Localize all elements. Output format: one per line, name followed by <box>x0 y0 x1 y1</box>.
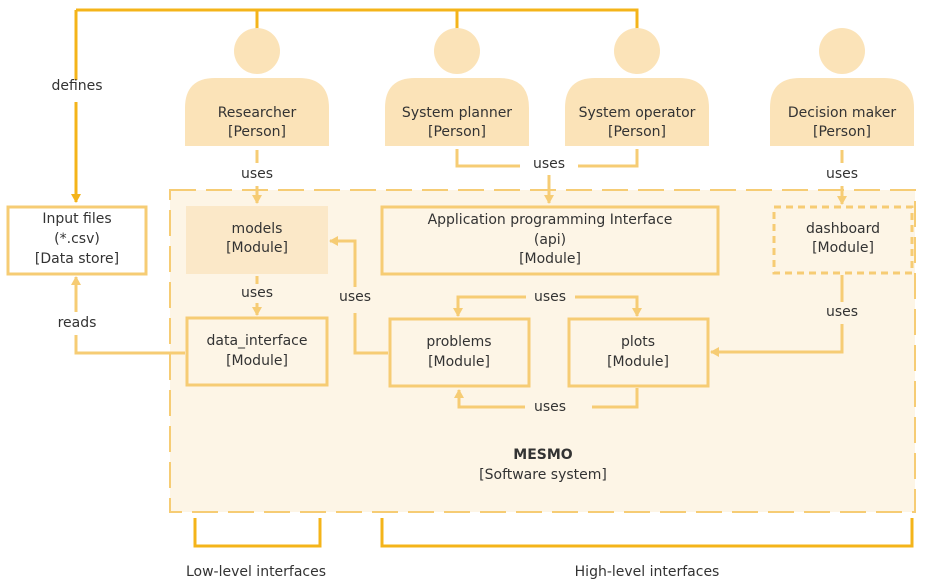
problems-type: [Module] <box>428 354 490 370</box>
person-system-planner-name: System planner <box>401 105 513 121</box>
edge-label-uses-researcher: uses <box>240 166 274 182</box>
problems-box <box>388 317 531 388</box>
person-head <box>434 28 480 74</box>
person-head <box>819 28 865 74</box>
edge-label-uses-dashboard: uses <box>825 304 859 320</box>
person-head <box>614 28 660 74</box>
person-decision-maker <box>770 28 914 146</box>
connectors <box>71 149 847 409</box>
input-files-title: Input files <box>42 211 112 227</box>
api-sub: (api) <box>533 232 567 248</box>
group-brackets <box>193 518 914 548</box>
dashboard-name: dashboard <box>805 221 881 237</box>
edge-label-uses-plots: uses <box>533 399 567 415</box>
input-files-type: [Data store] <box>34 251 120 267</box>
group-high-level-label: High-level interfaces <box>574 564 720 580</box>
data-interface-name: data_interface <box>206 333 308 349</box>
person-researcher-name: Researcher <box>217 105 297 121</box>
person-researcher-type: [Person] <box>228 124 286 140</box>
edge-label-uses-api-children: uses <box>533 289 567 305</box>
person-system-planner-type: [Person] <box>428 124 486 140</box>
problems-name: problems <box>426 334 492 350</box>
edge-label-uses-models: uses <box>240 285 274 301</box>
top-connector <box>71 8 639 203</box>
edge-label-uses-problems-models: uses <box>338 289 372 305</box>
plots-name: plots <box>620 334 656 350</box>
person-system-operator <box>565 28 709 146</box>
person-body <box>385 78 529 146</box>
dashboard-type: [Module] <box>812 240 874 256</box>
person-body <box>770 78 914 146</box>
person-body <box>185 78 329 146</box>
person-decision-maker-name: Decision maker <box>787 105 897 121</box>
person-decision-maker-type: [Person] <box>813 124 871 140</box>
data-interface-type: [Module] <box>226 353 288 369</box>
person-head <box>234 28 280 74</box>
models-name: models <box>231 221 283 237</box>
models-box <box>186 206 328 274</box>
person-researcher <box>185 28 329 146</box>
low-level-bracket <box>193 518 322 548</box>
api-name: Application programming Interface <box>427 212 673 228</box>
person-system-operator-type: [Person] <box>608 124 666 140</box>
edge-label-defines: defines <box>51 78 103 94</box>
person-system-operator-name: System operator <box>578 105 696 121</box>
person-system-planner <box>385 28 529 146</box>
dashboard-box <box>772 205 914 275</box>
system-name: MESMO <box>513 447 573 463</box>
models-type: [Module] <box>226 240 288 256</box>
edge-label-reads: reads <box>57 315 97 331</box>
system-type: [Software system] <box>479 467 607 483</box>
edge-label-uses-api: uses <box>532 156 566 172</box>
api-type: [Module] <box>519 251 581 267</box>
input-files-box <box>6 205 148 276</box>
input-files-ext: (*.csv) <box>54 231 100 247</box>
group-low-level-label: Low-level interfaces <box>185 564 327 580</box>
api-box <box>380 205 720 276</box>
plots-type: [Module] <box>607 354 669 370</box>
data-interface-box <box>185 316 329 387</box>
edge-label-uses-decision: uses <box>825 166 859 182</box>
plots-box <box>567 317 710 388</box>
high-level-bracket <box>380 518 914 548</box>
person-body <box>565 78 709 146</box>
